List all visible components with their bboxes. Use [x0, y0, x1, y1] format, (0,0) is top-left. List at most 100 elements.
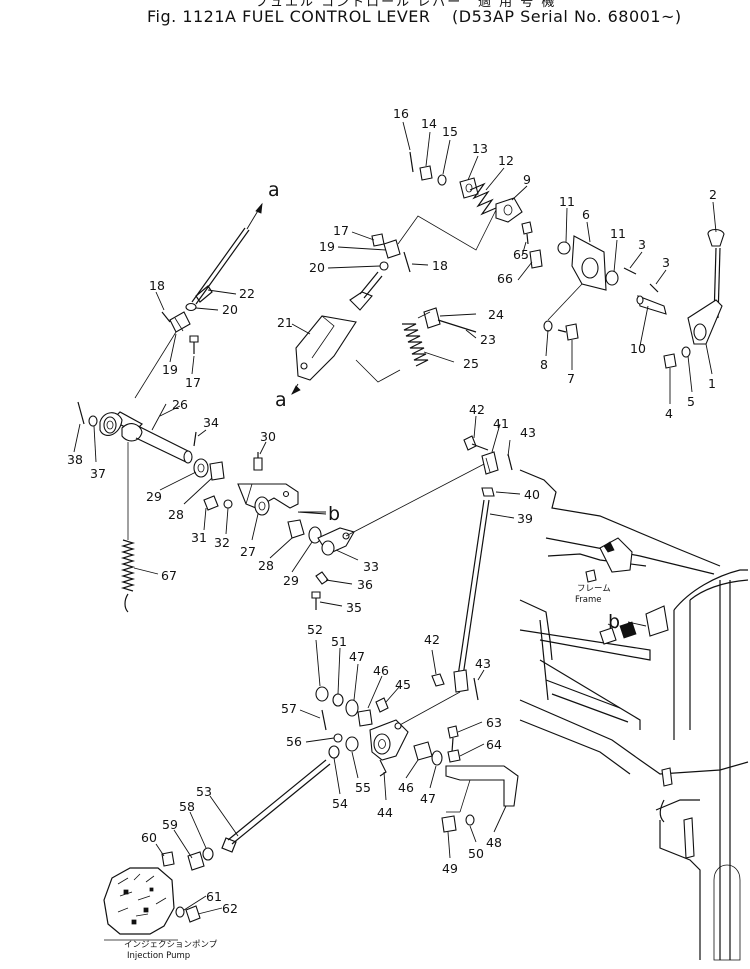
part-label-27: 27 [240, 544, 256, 559]
part-label-49: 49 [442, 861, 458, 876]
part-label-37: 37 [90, 466, 106, 481]
part-label-33: 33 [363, 559, 379, 574]
frame-label-jp: フレーム [577, 584, 611, 594]
part-label-28b: 28 [258, 558, 274, 573]
part-label-36: 36 [357, 577, 373, 592]
part-label-13: 13 [472, 141, 488, 156]
part-label-60: 60 [141, 830, 157, 845]
pump-label-en: Injection Pump [127, 951, 190, 961]
part-label-15: 15 [442, 124, 458, 139]
part-label-4: 4 [665, 406, 673, 421]
bracket-48 [445, 765, 519, 813]
ref-letter-a-top: a [268, 179, 280, 201]
part-label-32: 32 [214, 535, 230, 550]
part-label-18a: 18 [432, 258, 448, 273]
part-label-25: 25 [463, 356, 479, 371]
part-label-58: 58 [179, 799, 195, 814]
frame-structure [519, 469, 749, 961]
part-label-47b: 47 [420, 791, 436, 806]
part-label-40: 40 [524, 487, 540, 502]
part-label-45: 45 [395, 677, 411, 692]
part-label-53: 53 [196, 784, 212, 799]
part-label-9: 9 [523, 172, 531, 187]
part-label-7: 7 [567, 371, 575, 386]
part-label-48: 48 [486, 835, 502, 850]
part-label-55: 55 [355, 780, 371, 795]
bracket-27 [237, 483, 299, 516]
bracket-21 [295, 271, 383, 381]
part-label-64: 64 [486, 737, 502, 752]
japanese-applicability: 適 用 号 機 [478, 0, 557, 10]
part-label-46a: 46 [373, 663, 389, 678]
part-label-17a: 17 [333, 223, 349, 238]
part-label-19a: 19 [319, 239, 335, 254]
part-label-42b: 42 [424, 632, 440, 647]
part-label-35: 35 [346, 600, 362, 615]
part-label-34: 34 [203, 415, 219, 430]
part-label-20a: 20 [309, 260, 325, 275]
part-label-62: 62 [222, 901, 238, 916]
ref-letter-b-left: b [328, 503, 340, 525]
part-label-61: 61 [206, 889, 222, 904]
part-label-30: 30 [260, 429, 276, 444]
title-bar: フュエル コントロール レバー 適 用 号 機 Fig. 1121A FUEL … [0, 0, 750, 34]
part-label-44: 44 [377, 805, 393, 820]
part-label-2: 2 [709, 187, 717, 202]
part-label-21: 21 [277, 315, 293, 330]
part-label-56: 56 [286, 734, 302, 749]
part-label-29b: 29 [283, 573, 299, 588]
lever-44 [369, 719, 409, 777]
part-label-59: 59 [162, 817, 178, 832]
part-label-17b: 17 [185, 375, 201, 390]
reference-letters: a a b b [268, 179, 620, 633]
part-label-23: 23 [480, 332, 496, 347]
part-drawings [77, 151, 749, 961]
part-label-46b: 46 [398, 780, 414, 795]
part-label-3b: 3 [662, 255, 670, 270]
part-label-42a: 42 [469, 402, 485, 417]
part-label-51: 51 [331, 634, 347, 649]
lever-33 [317, 527, 355, 556]
part-label-63: 63 [486, 715, 502, 730]
part-label-57: 57 [281, 701, 297, 716]
part-label-65: 65 [513, 247, 529, 262]
part-label-47a: 47 [349, 649, 365, 664]
ref-letter-b-right: b [608, 611, 620, 633]
part-label-43a: 43 [520, 425, 536, 440]
part-label-38: 38 [67, 452, 83, 467]
part-label-66: 66 [497, 271, 513, 286]
part-label-22: 22 [239, 286, 255, 301]
part-label-39: 39 [517, 511, 533, 526]
part-label-31: 31 [191, 530, 207, 545]
annotations: フレーム Frame インジェクションポンプ Injection Pump [124, 584, 611, 961]
part-label-28a: 28 [168, 507, 184, 522]
figure-title: Fig. 1121A FUEL CONTROL LEVER [147, 7, 431, 26]
part-label-20b: 20 [222, 302, 238, 317]
part-label-14: 14 [421, 116, 437, 131]
part-label-11b: 11 [610, 226, 626, 241]
leader-lines [73, 121, 717, 915]
part-label-3a: 3 [638, 237, 646, 252]
cross-shaft-26 [99, 403, 193, 464]
part-label-19b: 19 [162, 362, 178, 377]
part-label-29a: 29 [146, 489, 162, 504]
part-label-5: 5 [687, 394, 695, 409]
part-label-67: 67 [161, 568, 177, 583]
part-label-16: 16 [393, 106, 409, 121]
part-number-labels: 1 2 3 3 4 5 6 7 8 9 10 11 11 12 13 14 15… [67, 106, 717, 916]
part-label-41: 41 [493, 416, 509, 431]
part-label-26: 26 [172, 397, 188, 412]
pump-label-jp: インジェクションポンプ [124, 940, 218, 950]
part-label-6: 6 [582, 207, 590, 222]
part-label-1: 1 [708, 376, 716, 391]
japanese-title: フュエル コントロール レバー [255, 0, 463, 10]
part-label-50: 50 [468, 846, 484, 861]
frame-label-en: Frame [575, 595, 601, 605]
part-label-54: 54 [332, 796, 348, 811]
serial-applicability: (D53AP Serial No. 68001~) [452, 7, 682, 26]
upper-left-rod-22 [191, 202, 263, 305]
part-label-18b: 18 [149, 278, 165, 293]
injection-pump [103, 867, 178, 941]
